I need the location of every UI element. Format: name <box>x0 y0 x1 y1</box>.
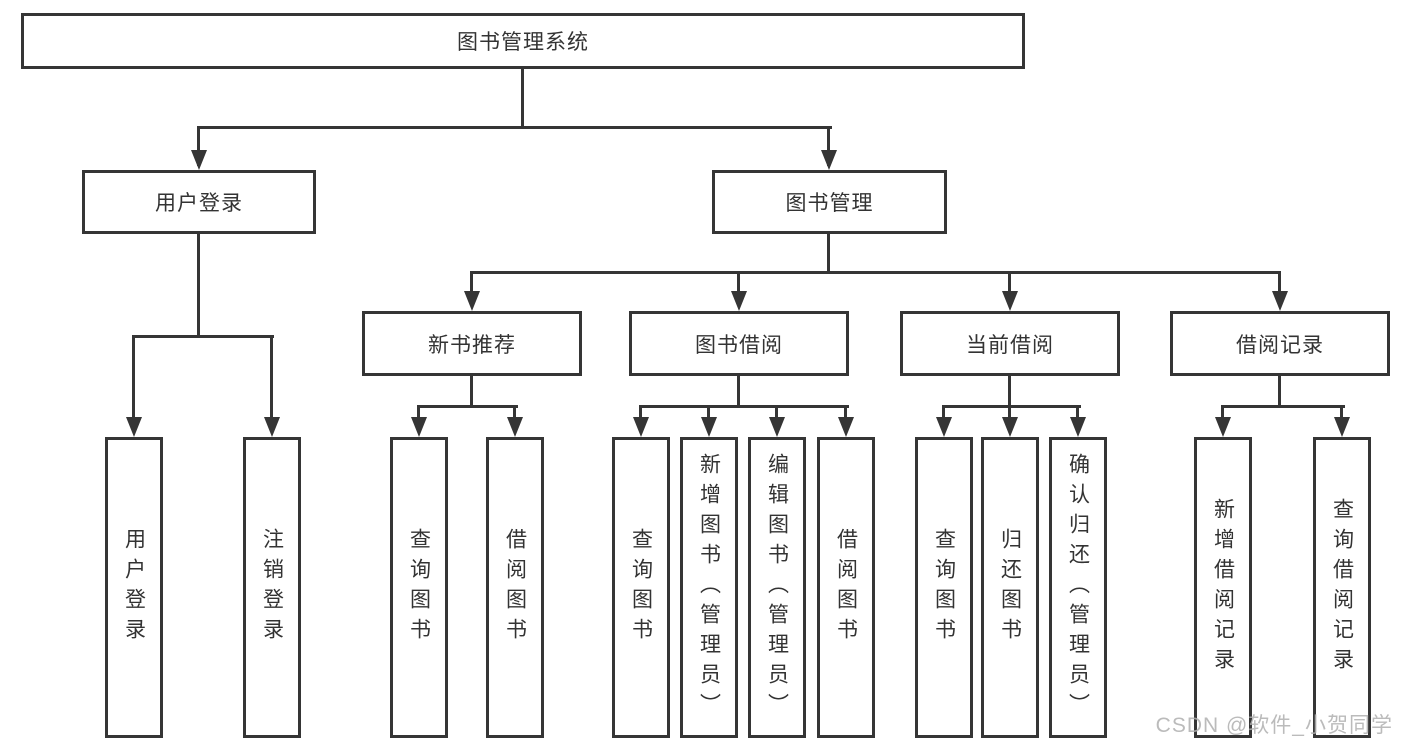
node-label: 注销登录 <box>260 527 284 648</box>
node-user-login: 用户登录 <box>82 170 316 234</box>
node-leaf-query-books-recommend: 查询图书 <box>390 437 448 738</box>
arrowhead-down-icon <box>1002 417 1018 437</box>
connector-line <box>1278 376 1281 407</box>
arrowhead-down-icon <box>411 417 427 437</box>
node-leaf-add-books-admin: 新增图书（管理员） <box>680 437 738 738</box>
arrowhead-down-icon <box>264 417 280 437</box>
arrowhead-down-icon <box>1215 417 1231 437</box>
connector-line <box>1008 271 1011 299</box>
arrowhead-down-icon <box>701 417 717 437</box>
node-label: 借阅记录 <box>1236 333 1324 357</box>
node-label: 图书借阅 <box>695 333 783 357</box>
connector-line <box>197 234 200 335</box>
node-leaf-logout: 注销登录 <box>243 437 301 738</box>
arrowhead-down-icon <box>633 417 649 437</box>
node-label: 图书管理系统 <box>457 31 589 54</box>
arrowhead-down-icon <box>936 417 952 437</box>
connector-line <box>197 126 832 129</box>
arrowhead-down-icon <box>731 291 747 311</box>
connector-line <box>737 271 740 299</box>
node-label: 查询图书 <box>629 527 653 648</box>
node-label: 归还图书 <box>998 527 1022 648</box>
node-label: 图书管理 <box>785 192 874 215</box>
node-leaf-query-borrow-record: 查询借阅记录 <box>1313 437 1371 738</box>
connector-line <box>639 405 849 408</box>
connector-line <box>827 234 830 271</box>
node-book-borrowing: 图书借阅 <box>629 311 849 376</box>
connector-line <box>1008 376 1011 407</box>
node-label: 新书推荐 <box>428 333 516 357</box>
node-label: 用户登录 <box>155 192 243 215</box>
arrowhead-down-icon <box>464 291 480 311</box>
connector-line <box>1278 271 1281 299</box>
node-label: 查询图书 <box>407 527 431 648</box>
arrowhead-down-icon <box>1272 291 1288 311</box>
csdn-watermark: CSDN @软件_小贺同学 <box>1155 714 1393 737</box>
connector-line <box>132 335 135 420</box>
node-label: 借阅图书 <box>503 527 527 648</box>
connector-line <box>1221 405 1345 408</box>
arrowhead-down-icon <box>507 417 523 437</box>
arrowhead-down-icon <box>1334 417 1350 437</box>
node-leaf-borrow-books-recommend: 借阅图书 <box>486 437 544 738</box>
node-label: 借阅图书 <box>834 527 858 648</box>
node-leaf-edit-books-admin: 编辑图书（管理员） <box>748 437 806 738</box>
arrowhead-down-icon <box>838 417 854 437</box>
node-leaf-return-books: 归还图书 <box>981 437 1039 738</box>
node-current-borrowing: 当前借阅 <box>900 311 1120 376</box>
node-book-management: 图书管理 <box>712 170 947 234</box>
node-leaf-query-books-borrowing: 查询图书 <box>612 437 670 738</box>
node-leaf-borrow-books: 借阅图书 <box>817 437 875 738</box>
node-library-management-system: 图书管理系统 <box>21 13 1025 69</box>
arrowhead-down-icon <box>191 150 207 170</box>
node-label: 查询借阅记录 <box>1330 497 1354 678</box>
arrowhead-down-icon <box>1002 291 1018 311</box>
node-leaf-confirm-return-admin: 确认归还（管理员） <box>1049 437 1107 738</box>
connector-line <box>521 69 524 126</box>
connector-line <box>942 405 1081 408</box>
node-label: 新增借阅记录 <box>1211 497 1235 678</box>
arrowhead-down-icon <box>1070 417 1086 437</box>
connector-line <box>827 126 830 166</box>
connector-line <box>132 335 274 338</box>
connector-line <box>197 126 200 166</box>
node-new-book-recommendation: 新书推荐 <box>362 311 582 376</box>
connector-line <box>470 376 473 407</box>
node-leaf-query-books-current: 查询图书 <box>915 437 973 738</box>
arrowhead-down-icon <box>769 417 785 437</box>
connector-line <box>737 376 740 407</box>
node-label: 新增图书（管理员） <box>697 452 721 723</box>
node-borrowing-records: 借阅记录 <box>1170 311 1390 376</box>
node-label: 当前借阅 <box>966 333 1054 357</box>
connector-line <box>470 271 1281 274</box>
connector-line <box>417 405 518 408</box>
node-label: 编辑图书（管理员） <box>765 452 789 723</box>
connector-line <box>270 335 273 420</box>
node-label: 查询图书 <box>932 527 956 648</box>
connector-line <box>470 271 473 299</box>
arrowhead-down-icon <box>821 150 837 170</box>
node-leaf-add-borrow-record: 新增借阅记录 <box>1194 437 1252 738</box>
arrowhead-down-icon <box>126 417 142 437</box>
node-label: 确认归还（管理员） <box>1066 452 1090 723</box>
node-leaf-user-login: 用户登录 <box>105 437 163 738</box>
node-label: 用户登录 <box>122 527 146 648</box>
